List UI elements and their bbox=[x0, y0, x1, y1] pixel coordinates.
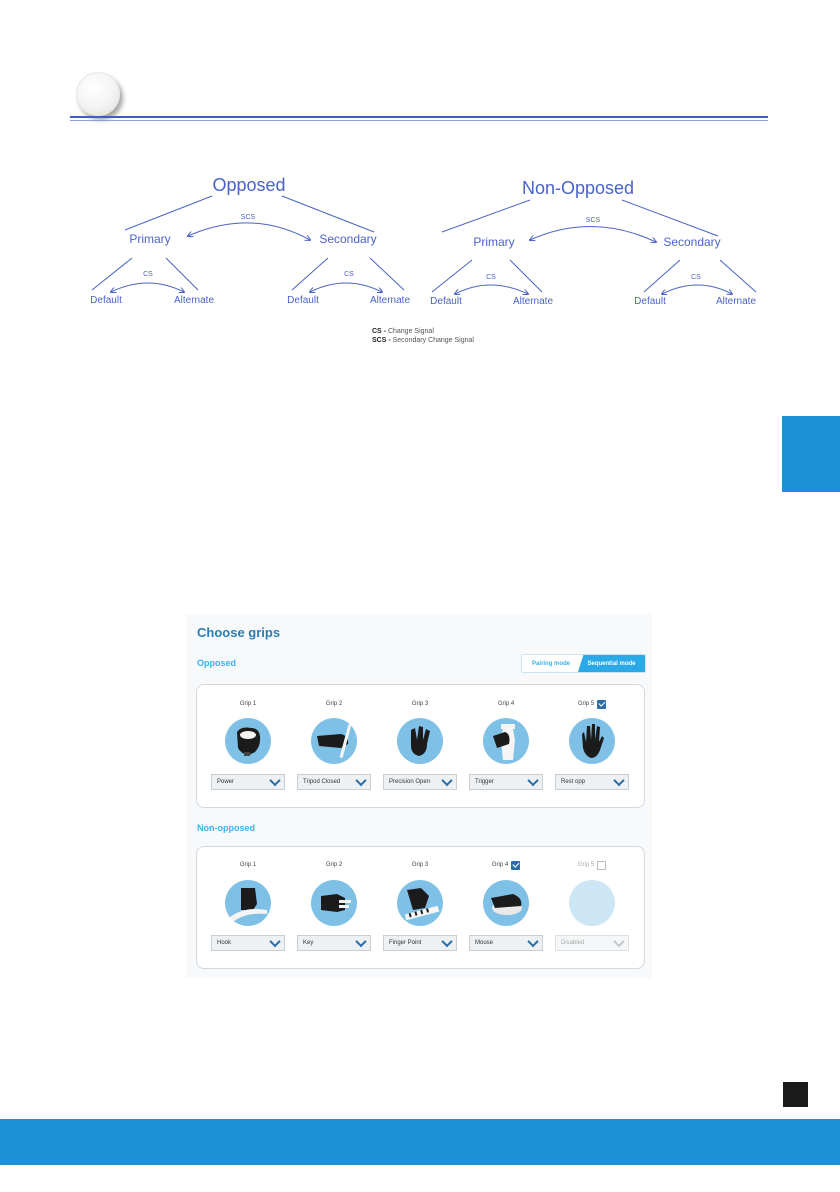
grip-label: Grip 4 bbox=[467, 860, 545, 870]
precision-grip-hand-icon[interactable] bbox=[397, 718, 443, 764]
diagram-root-label: Opposed bbox=[212, 175, 285, 195]
grip-label: Grip 5 bbox=[553, 699, 631, 709]
hook-grip-hand-icon[interactable] bbox=[225, 880, 271, 926]
key-grip-hand-icon[interactable] bbox=[311, 880, 357, 926]
pairing-mode-button[interactable]: Pairing mode bbox=[531, 660, 570, 667]
grip-checkbox[interactable] bbox=[597, 860, 607, 870]
header-rule-thin bbox=[70, 120, 768, 121]
grip-label: Grip 4 bbox=[497, 701, 515, 707]
page-title: Choose grips bbox=[197, 625, 281, 640]
mode-toggle[interactable]: Pairing mode Sequential mode bbox=[521, 654, 646, 673]
chevron-down-icon bbox=[269, 935, 281, 948]
section-badge bbox=[76, 72, 120, 116]
chapter-side-tab bbox=[782, 416, 840, 492]
grip-mode-diagrams: Opposed Primary Secondary SCS CS CS Defa… bbox=[90, 175, 756, 307]
grip-select[interactable]: Hook bbox=[211, 935, 285, 951]
chevron-down-icon bbox=[527, 935, 539, 948]
grip-select[interactable]: Finger Point bbox=[383, 935, 457, 951]
trigger-grip-hand-icon[interactable] bbox=[483, 718, 529, 764]
diagram-scs-label: SCS bbox=[586, 217, 601, 224]
empty-grip-icon[interactable] bbox=[569, 880, 615, 926]
chevron-down-icon bbox=[355, 774, 367, 787]
diagram-root-label: Non-Opposed bbox=[522, 178, 634, 198]
diagram-default-label: Default bbox=[287, 295, 319, 306]
diagram-primary-label: Primary bbox=[473, 235, 514, 249]
diagram-scs-label: SCS bbox=[241, 214, 256, 221]
power-grip-hand-icon[interactable] bbox=[225, 718, 271, 764]
diagram-default-label: Default bbox=[90, 295, 122, 306]
diagram-primary-label: Primary bbox=[129, 232, 170, 246]
chevron-down-icon bbox=[527, 774, 539, 787]
diagram-secondary-label: Secondary bbox=[663, 235, 720, 249]
chevron-down-icon bbox=[441, 774, 453, 787]
diagram-alternate-label: Alternate bbox=[174, 295, 214, 306]
grip-label: Grip 1 bbox=[239, 862, 257, 868]
diagram-default-label: Default bbox=[634, 296, 666, 307]
finger-point-hand-icon[interactable] bbox=[397, 880, 443, 926]
legend-scs: SCS - Secondary Change Signal bbox=[372, 337, 474, 344]
grip-label: Grip 5 bbox=[553, 860, 631, 870]
chevron-down-icon bbox=[613, 774, 625, 787]
diagram-alternate-label: Alternate bbox=[513, 296, 553, 307]
footer-band bbox=[0, 1119, 840, 1165]
grip-checkbox[interactable] bbox=[511, 860, 521, 870]
diagram-alternate-label: Alternate bbox=[716, 296, 756, 307]
tripod-grip-hand-icon[interactable] bbox=[311, 718, 357, 764]
grip-select[interactable]: Precision Open bbox=[383, 774, 457, 790]
chevron-down-icon bbox=[269, 774, 281, 787]
page-number-box bbox=[783, 1082, 808, 1107]
grip-select[interactable]: Disabled bbox=[555, 935, 629, 951]
diagram-legend: CS - Change Signal SCS - Secondary Chang… bbox=[372, 327, 474, 345]
grip-select[interactable]: Rest opp bbox=[555, 774, 629, 790]
grip-label: Grip 3 bbox=[411, 862, 429, 868]
diagram-cs-label: CS bbox=[691, 274, 701, 281]
grip-select[interactable]: Tripod Closed bbox=[297, 774, 371, 790]
diagram-alternate-label: Alternate bbox=[370, 295, 410, 306]
non-opposed-section-label: Non-opposed bbox=[197, 823, 255, 833]
chevron-down-icon bbox=[613, 935, 625, 948]
diagram-cs-label: CS bbox=[486, 274, 496, 281]
grip-label: Grip 2 bbox=[325, 862, 343, 868]
header-rule bbox=[70, 116, 768, 118]
grip-checkbox[interactable] bbox=[597, 699, 607, 709]
legend-cs: CS - Change Signal bbox=[372, 328, 434, 335]
rest-hand-icon[interactable] bbox=[569, 718, 615, 764]
diagram-secondary-label: Secondary bbox=[319, 232, 376, 246]
grip-label: Grip 2 bbox=[325, 701, 343, 707]
diagram-cs-label: CS bbox=[143, 271, 153, 278]
chevron-down-icon bbox=[441, 935, 453, 948]
opposed-section-label: Opposed bbox=[197, 658, 237, 668]
chevron-down-icon bbox=[355, 935, 367, 948]
diagram-default-label: Default bbox=[430, 296, 462, 307]
grip-select[interactable]: Mouse bbox=[469, 935, 543, 951]
mouse-grip-hand-icon[interactable] bbox=[483, 880, 529, 926]
diagram-cs-label: CS bbox=[344, 271, 354, 278]
grip-select[interactable]: Trigger bbox=[469, 774, 543, 790]
sequential-mode-button[interactable]: Sequential mode bbox=[578, 655, 645, 672]
grip-select[interactable]: Key bbox=[297, 935, 371, 951]
grip-label: Grip 3 bbox=[411, 701, 429, 707]
grip-select[interactable]: Power bbox=[211, 774, 285, 790]
grip-label: Grip 1 bbox=[239, 701, 257, 707]
